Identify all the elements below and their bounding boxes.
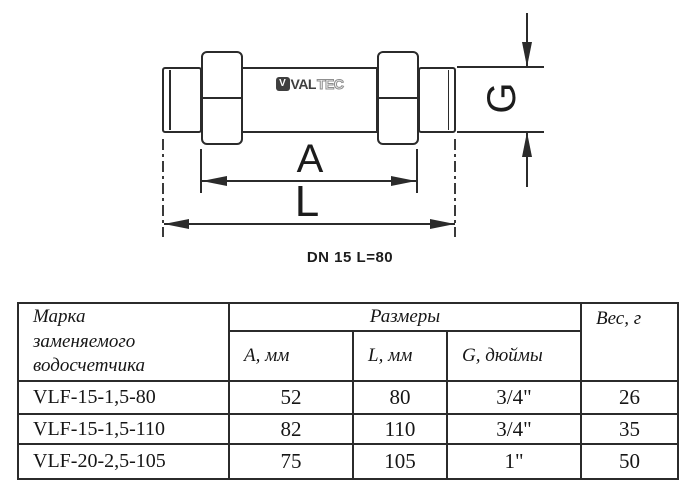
dim-a-extension-right	[416, 149, 418, 193]
header-brand-line: Марка	[33, 305, 86, 327]
dim-l-centerline-left	[162, 139, 164, 237]
drawing-caption: DN 15 L=80	[306, 249, 394, 266]
dim-g-arrow-up-icon	[522, 132, 532, 157]
dim-g-arrow-down-icon	[522, 42, 532, 67]
cell-weight: 50	[580, 443, 680, 480]
valtec-logo: V VAL TEC	[275, 76, 344, 92]
valtec-logo-text-solid: VAL	[290, 76, 317, 92]
header-sizes: Размеры	[227, 302, 583, 332]
header-a-mm: А, мм	[228, 330, 354, 382]
cell-brand: VLF-15-1,5-80	[17, 380, 230, 415]
dim-l-arrow-right-icon	[430, 219, 455, 229]
cell-brand: VLF-15-1,5-110	[17, 413, 230, 445]
header-brand-line: водосчетчика	[33, 355, 145, 377]
valtec-logo-icon: V	[275, 77, 290, 91]
hex-nut-edge-line	[379, 97, 417, 99]
hex-nut-right	[377, 51, 419, 145]
header-brand-line: заменяемого	[33, 330, 136, 352]
dim-a-extension-left	[200, 149, 202, 193]
cell-g: 3/4"	[445, 380, 583, 415]
male-thread-right	[418, 67, 456, 133]
dim-l-arrow-left-icon	[164, 219, 189, 229]
dim-g-extension-bottom	[457, 131, 544, 133]
cell-g: 1"	[445, 443, 583, 480]
cell-l: 80	[352, 380, 448, 415]
valtec-logo-text-outline: TEC	[316, 76, 344, 92]
header-weight: Вес, г	[580, 302, 680, 382]
dim-l-line	[164, 223, 455, 225]
cell-weight: 35	[580, 413, 680, 445]
dim-a-label: A	[296, 137, 324, 181]
dim-a-arrow-left-icon	[202, 176, 227, 186]
table-row: VLF-15-1,5-110 82 110 3/4" 35	[17, 413, 680, 445]
hex-nut-left	[201, 51, 243, 145]
dim-l-centerline-right	[454, 139, 456, 237]
dim-l-label: L	[294, 177, 320, 226]
dim-a-arrow-right-icon	[391, 176, 416, 186]
dim-g-line-top	[526, 13, 528, 67]
cell-l: 105	[352, 443, 448, 480]
spec-table: Марка заменяемого водосчетчика Размеры В…	[17, 302, 680, 480]
dim-g-extension-top	[457, 66, 544, 68]
cell-l: 110	[352, 413, 448, 445]
header-g-inch: G, дюймы	[445, 330, 583, 382]
dim-a-line	[202, 180, 416, 182]
dim-g-label: G	[480, 82, 524, 114]
cell-weight: 26	[580, 380, 680, 415]
union-body: V VAL TEC	[241, 67, 378, 133]
header-brand: Марка заменяемого водосчетчика	[17, 302, 230, 382]
thread-chamfer-right	[447, 70, 449, 130]
table-row: VLF-20-2,5-105 75 105 1" 50	[17, 443, 680, 480]
table-row: VLF-15-1,5-80 52 80 3/4" 26	[17, 380, 680, 415]
hex-nut-edge-line	[203, 97, 241, 99]
cell-brand: VLF-20-2,5-105	[17, 443, 230, 480]
cell-g: 3/4"	[445, 413, 583, 445]
cell-a: 75	[228, 443, 354, 480]
header-l-mm: L, мм	[352, 330, 448, 382]
cell-a: 52	[228, 380, 354, 415]
male-thread-left	[162, 67, 202, 133]
cell-a: 82	[228, 413, 354, 445]
thread-chamfer-left	[169, 70, 171, 130]
dim-g-line-bottom	[526, 132, 528, 187]
